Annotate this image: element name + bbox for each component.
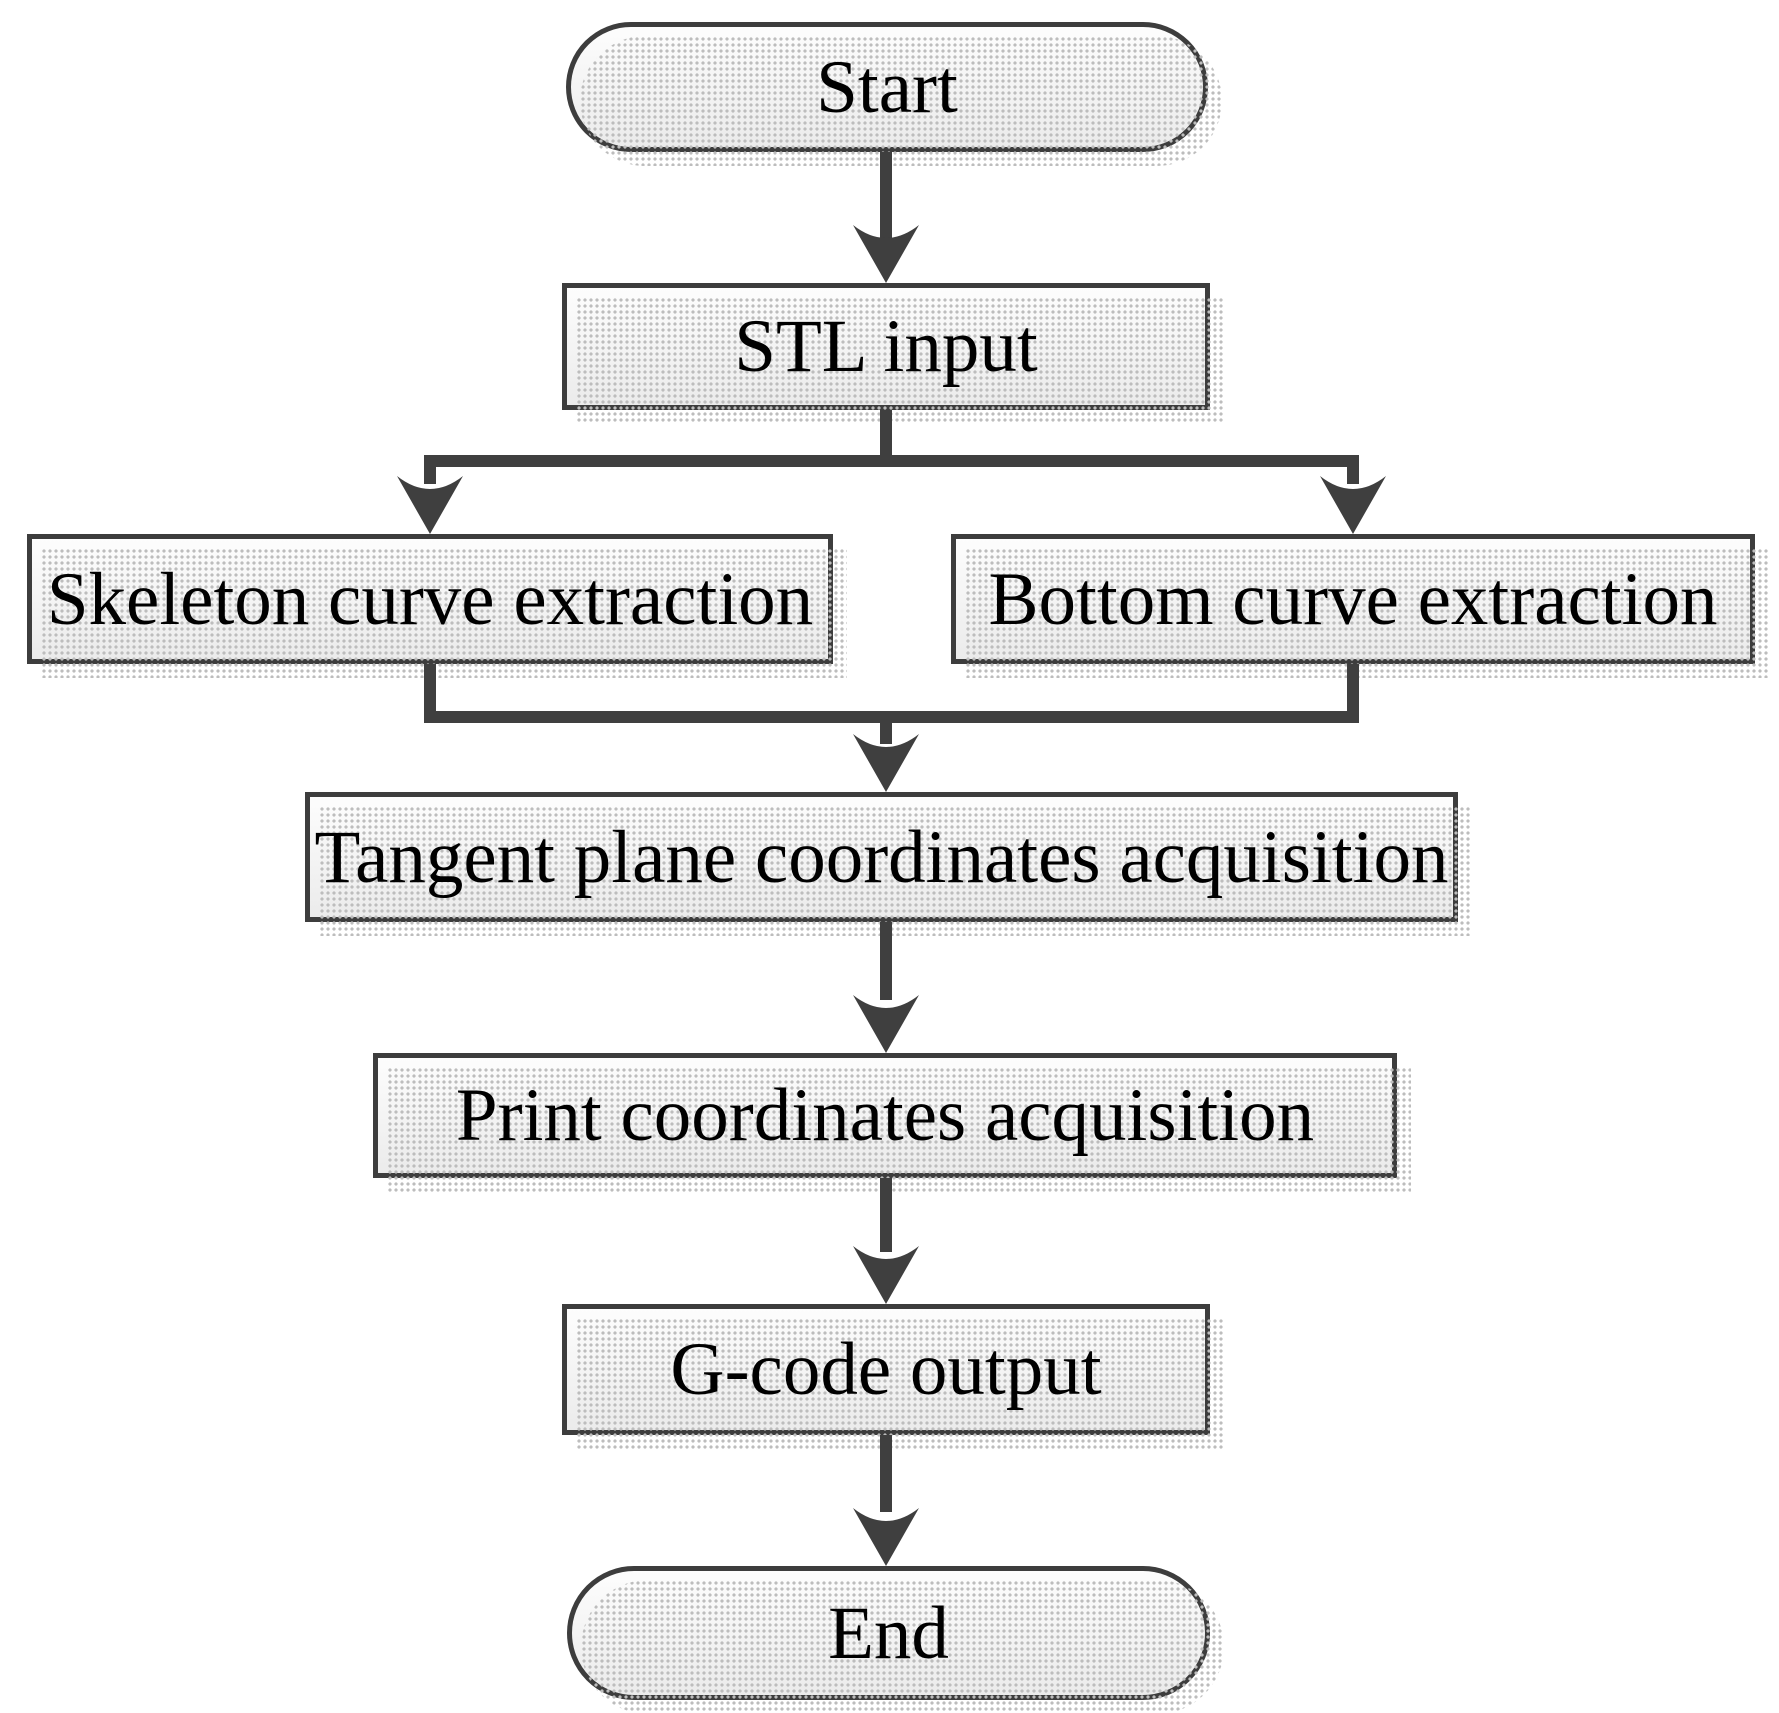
node-label: STL input <box>734 305 1038 388</box>
arrowhead-icon <box>397 476 463 534</box>
node-start: Start <box>566 22 1208 152</box>
node-stl-input: STL input <box>562 283 1210 410</box>
node-label: Bottom curve extraction <box>988 557 1718 641</box>
node-skeleton-curve-extraction: Skeleton curve extraction <box>27 534 833 664</box>
arrowhead-icon <box>853 995 919 1053</box>
node-label: G-code output <box>670 1328 1102 1411</box>
node-gcode-output: G-code output <box>562 1304 1210 1435</box>
arrowhead-icon <box>853 734 919 792</box>
node-label: Print coordinates acquisition <box>455 1074 1315 1157</box>
arrowhead-icon <box>853 1508 919 1566</box>
arrowhead-icon <box>853 1246 919 1304</box>
arrowhead-icon <box>1320 476 1386 534</box>
node-end: End <box>567 1566 1210 1700</box>
arrowhead-icon <box>853 225 919 283</box>
node-print-coordinates-acquisition: Print coordinates acquisition <box>373 1053 1397 1178</box>
node-label: End <box>828 1591 949 1675</box>
node-bottom-curve-extraction: Bottom curve extraction <box>951 534 1755 664</box>
node-label: Skeleton curve extraction <box>46 557 814 641</box>
node-label: Start <box>816 45 958 129</box>
node-tangent-plane-coordinates-acquisition: Tangent plane coordinates acquisition <box>305 792 1458 922</box>
node-label: Tangent plane coordinates acquisition <box>314 815 1449 899</box>
